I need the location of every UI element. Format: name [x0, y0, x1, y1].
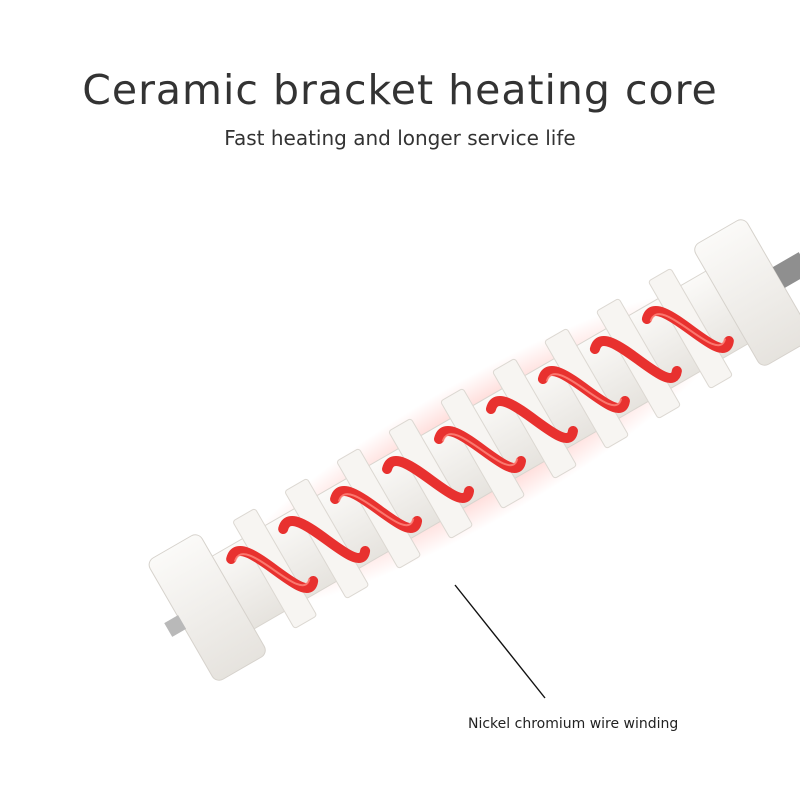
callout-label: Nickel chromium wire winding	[468, 716, 679, 732]
left-terminal	[164, 615, 187, 637]
subheadline: Fast heating and longer service life	[224, 126, 576, 150]
coil-highlights	[233, 313, 727, 587]
right-terminal	[772, 252, 800, 288]
headline: Ceramic bracket heating core	[82, 66, 718, 114]
